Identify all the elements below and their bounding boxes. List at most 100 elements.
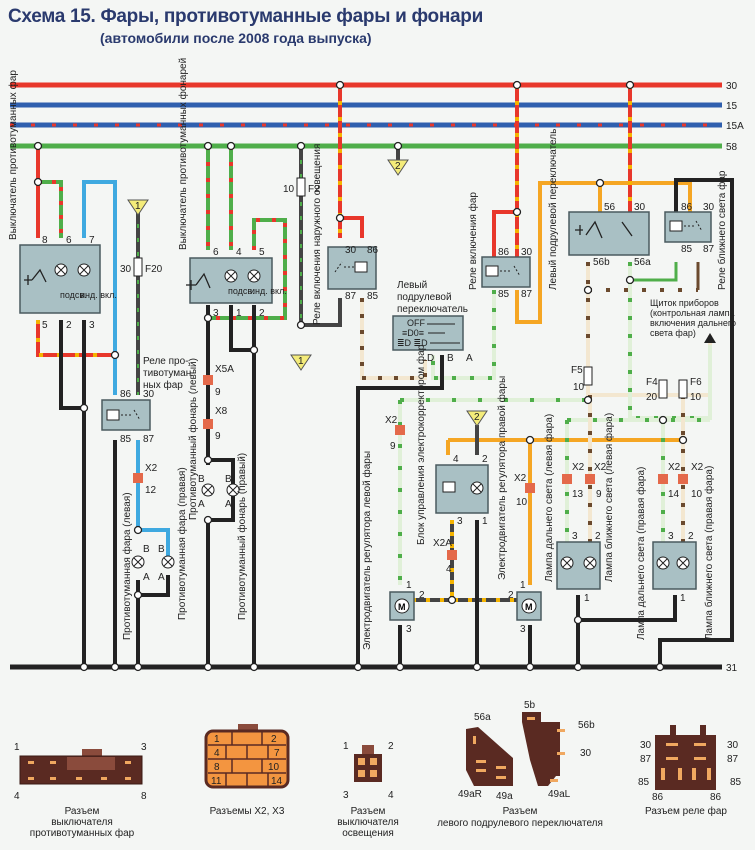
junction bbox=[353, 662, 363, 672]
junction bbox=[472, 662, 482, 672]
pin-label: 3 bbox=[213, 308, 219, 319]
pin-label: 7 bbox=[274, 748, 280, 759]
pin-label: 49a bbox=[496, 791, 513, 802]
fuses: 30 F20 10 F2 F5 10 F4 20 F6 10 bbox=[120, 177, 702, 403]
connector-pin: 13 bbox=[572, 489, 584, 500]
pin-label: 2 bbox=[271, 734, 277, 745]
pin-label: B bbox=[198, 474, 205, 485]
pin-label: 1 bbox=[520, 580, 526, 591]
pin-label: 2 bbox=[419, 590, 425, 601]
pin-label: 56a bbox=[474, 712, 491, 723]
pin-label: B bbox=[225, 474, 232, 485]
lamp-cross bbox=[79, 265, 89, 275]
headlight-relay-label: Реле включения фар bbox=[467, 192, 479, 290]
fog-lamp-left-label: Противотуманная фара (левая) bbox=[121, 492, 133, 640]
junction bbox=[296, 141, 306, 151]
fog-relay-label-3: ных фар bbox=[143, 379, 183, 391]
instrument-label-2: (контрольная лампа bbox=[650, 308, 735, 318]
junction bbox=[110, 350, 120, 360]
connector-id: X2 bbox=[594, 462, 607, 473]
junction bbox=[395, 662, 405, 672]
connector-pin: 4 bbox=[446, 564, 452, 575]
fog-lamp-right-label: Противотуманная фара (правая) bbox=[176, 467, 188, 620]
bus-label-15a: 15A bbox=[726, 121, 744, 132]
pin-label: A bbox=[466, 353, 473, 364]
connector-pin: 9 bbox=[215, 387, 221, 398]
junction bbox=[249, 345, 259, 355]
pin-label: 1 bbox=[584, 593, 590, 604]
lamp-cross bbox=[203, 485, 213, 495]
pin-label: 85 bbox=[638, 777, 650, 788]
arrow-up-icon bbox=[704, 333, 716, 343]
exterior-light-relay: 30 86 87 85 Реле включения наружного осв… bbox=[312, 144, 379, 325]
diagram-subtitle: (автомобили после 2008 года выпуска) bbox=[100, 30, 372, 46]
junction bbox=[249, 662, 259, 672]
junction bbox=[203, 141, 213, 151]
lamp-label-indicator: инд. вкл. bbox=[80, 290, 117, 300]
rheostat-icon bbox=[442, 481, 456, 493]
motor-icon bbox=[521, 598, 537, 614]
motor-icon bbox=[394, 598, 410, 614]
pin-label: 30 bbox=[521, 247, 533, 258]
lamp-cross bbox=[678, 558, 688, 568]
wire-extrelay-86 bbox=[340, 216, 364, 238]
switch-icon bbox=[186, 272, 211, 290]
junction bbox=[203, 313, 213, 323]
pin-label: 1 bbox=[236, 308, 242, 319]
junction bbox=[203, 455, 213, 465]
pin-label: 14 bbox=[271, 776, 283, 787]
pin-label: 86 bbox=[681, 202, 693, 213]
pin-label: 8 bbox=[214, 762, 220, 773]
lamp-cross bbox=[226, 271, 236, 281]
fuse-id: F20 bbox=[145, 264, 163, 275]
fuse-f2: 10 F2 bbox=[283, 177, 320, 197]
connector-id: X2 bbox=[572, 462, 585, 473]
pin-label: 2 bbox=[66, 320, 72, 331]
fuse-rating: 10 bbox=[283, 184, 295, 195]
lamp-cross bbox=[56, 265, 66, 275]
pin-label: 3 bbox=[572, 531, 578, 542]
connector-x8-9: X89 bbox=[203, 406, 228, 442]
left-stalk-switch: OFF ≡D0≡ ≣D ≣D D B A Левый подрулевой пе… bbox=[392, 280, 473, 364]
junction bbox=[133, 662, 143, 672]
pin-label: 5 bbox=[259, 247, 265, 258]
connector-id: X5A bbox=[215, 364, 234, 375]
wire-rearfog-lamps bbox=[206, 458, 235, 667]
pin-label: A bbox=[158, 572, 165, 583]
pin-label: 3 bbox=[89, 320, 95, 331]
junction bbox=[335, 213, 345, 223]
contact-icon bbox=[684, 220, 703, 232]
fuse-id: F6 bbox=[690, 377, 702, 388]
exterior-relay-label: Реле включения наружного освещения bbox=[312, 144, 323, 325]
junction bbox=[678, 435, 688, 445]
pin-label: 85 bbox=[120, 434, 132, 445]
right-high-beam-label: Лампа дальнего света (правая фара) bbox=[635, 467, 647, 640]
pin-label: 4 bbox=[214, 748, 220, 759]
right-headlamp: 3 2 1 Лампа дальнего света (правая фара)… bbox=[635, 466, 715, 640]
junction bbox=[33, 141, 43, 151]
wire-stripe bbox=[208, 218, 287, 320]
fog-switch-connector-view: 1 3 4 8 Разъем выключателя противотуманн… bbox=[14, 742, 147, 839]
pin-label: 30 bbox=[640, 740, 652, 751]
caption-line: освещения bbox=[342, 828, 394, 839]
wire-headlamp-ground bbox=[576, 595, 677, 667]
caption-line: противотуманных фар bbox=[30, 827, 135, 839]
junction bbox=[625, 275, 635, 285]
pin-label: B bbox=[447, 353, 454, 364]
fuse-f5: F5 10 bbox=[571, 365, 593, 393]
bus-label-31: 31 bbox=[726, 663, 738, 674]
wire-lbrelay-86 bbox=[658, 178, 734, 667]
contact-icon bbox=[500, 265, 521, 277]
coil-icon bbox=[106, 409, 120, 421]
left-motor-label: Электродвигатель регулятора левой фары bbox=[361, 451, 373, 650]
pin-label: 56b bbox=[578, 720, 595, 731]
connector-pin: 14 bbox=[668, 489, 680, 500]
pin-label: 8 bbox=[42, 235, 48, 246]
junction bbox=[525, 435, 535, 445]
right-motor: M 1 2 3 Электродвигатель регулятора прав… bbox=[496, 376, 542, 635]
fuse-rating: 10 bbox=[690, 392, 702, 403]
pin-label: 3 bbox=[343, 790, 349, 801]
